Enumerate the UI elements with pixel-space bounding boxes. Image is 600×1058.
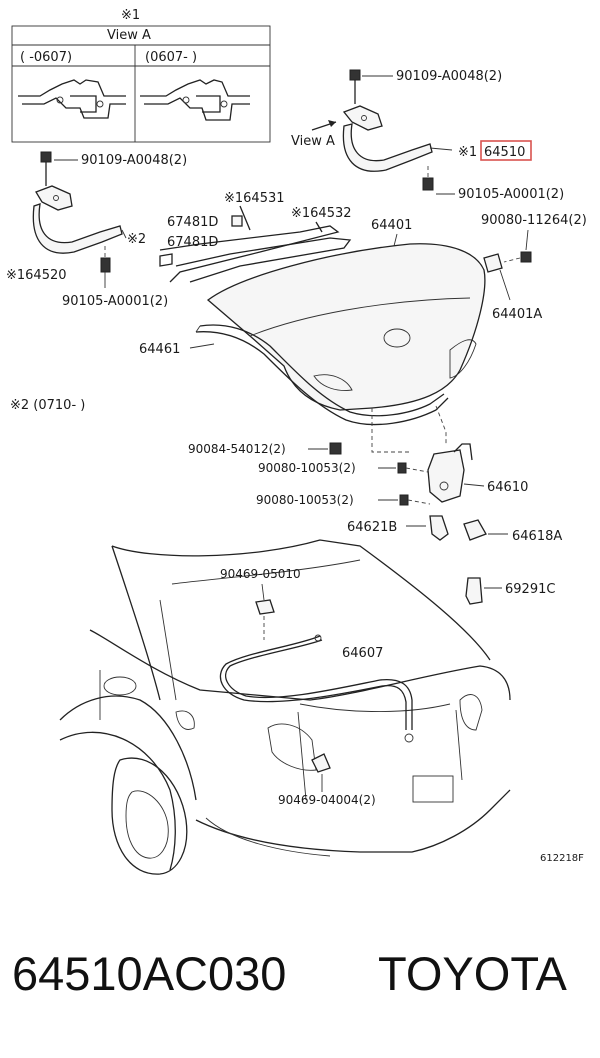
view-a-col-right: (0607- ) [145,50,197,65]
view-a-title: View A [107,28,151,43]
view-a-frame [11,25,271,143]
label-weatherstrip: 64461 [139,342,180,357]
label-hinge-right: 64510 [484,145,525,160]
hinge-right: 90109-A0048(2) 90105-A0001(2) ※1 64510 V… [291,69,564,202]
reference-code: 612218F [540,853,584,864]
label-bolt-lower-left: 90105-A0001(2) [62,294,168,309]
label-hinge-right-prefix: ※1 [458,145,477,160]
label-cable: 64607 [342,646,383,661]
label-bolt-top-right: 90109-A0048(2) [396,69,502,84]
car-body [59,539,511,875]
highlight-box [480,140,532,161]
view-a-note-mark: ※1 [121,8,140,23]
label-hinge-left: ※164520 [6,268,67,283]
label-switch: 64618A [512,529,562,544]
label-stopper: 64401A [492,307,542,322]
view-a-panel: ※1 View A ( -0607) (0607- ) [11,8,271,143]
label-rod-right: ※164532 [291,206,352,221]
label-rod-left: ※164531 [224,191,285,206]
label-note2-mark: ※2 [127,232,146,247]
weatherstrip: 64461 [139,324,449,426]
label-clip-bottom: 90469-04004(2) [278,793,376,807]
label-latch: 64610 [487,480,528,495]
latch-group: 90084-54012(2) 90080-10053(2) 90080-1005… [188,442,562,605]
label-stopper-bolt: 90080-11264(2) [481,213,587,228]
view-a-pointer: View A [291,134,335,149]
label-clip-top: 90469-05010 [220,567,301,581]
note2-text: ※2 (0710- ) [10,398,85,413]
label-bolt-latch-1: 90080-10053(2) [258,461,356,475]
label-cushion-2: 67481D [167,235,218,250]
view-a-col-left: ( -0607) [20,50,72,65]
hinge-detail-early [18,79,126,119]
label-nut-latch: 90084-54012(2) [188,442,286,456]
label-striker: 64621B [347,520,397,535]
label-bolt-latch-2: 90080-10053(2) [256,493,354,507]
brand: TOYOTA [378,947,568,1000]
release-cable: 90469-05010 64607 90469-04004(2) [219,567,414,807]
torsion-rods: ※164531 ※164532 67481D 67481D [159,191,352,283]
hinge-detail-late [140,79,250,121]
label-handle: 69291C [505,582,555,597]
stopper: 90080-11264(2) 64401A [481,213,587,322]
part-number: 64510AC030 [12,947,286,1000]
label-bolt-lower-right: 90105-A0001(2) [458,187,564,202]
label-lid: 64401 [371,218,412,233]
hinge-left: 90109-A0048(2) ※2 ※164520 90105-A0001(2) [6,151,187,309]
label-bolt-top-left: 90109-A0048(2) [81,153,187,168]
license-plate [412,775,454,803]
trunk-lid: 64401 [206,218,486,411]
label-cushion-1: 67481D [167,215,218,230]
